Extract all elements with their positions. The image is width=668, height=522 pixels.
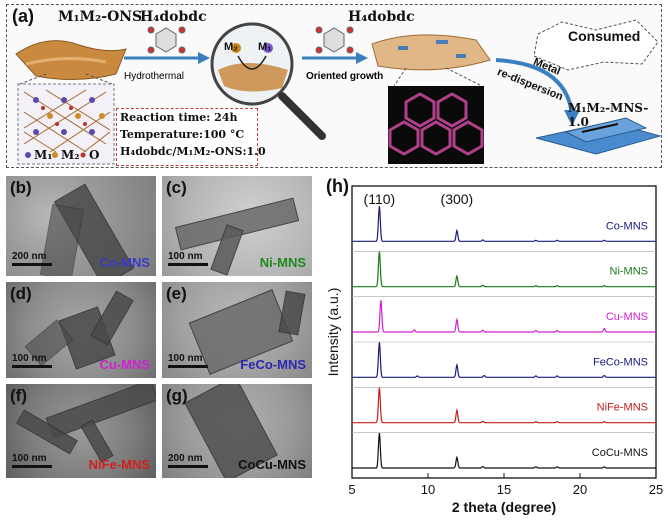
arrow-3: [495, 58, 580, 126]
sample-name: Ni-MNS: [259, 255, 306, 270]
step-hydrothermal: Hydrothermal: [124, 71, 185, 82]
precursor-sheet: [15, 40, 127, 81]
consumed-label: Consumed: [568, 28, 641, 44]
tem-image-d: (d) 100 nm Cu-MNS: [6, 282, 156, 378]
peak-label: (300): [441, 191, 474, 207]
molecule-icon-2: [315, 26, 354, 54]
scale-text: 100 nm: [168, 353, 203, 364]
legend-o: O: [89, 148, 100, 162]
series-label: CoCu-MNS: [592, 447, 648, 459]
panel-label: (d): [10, 284, 32, 303]
scale-bar: [168, 263, 208, 266]
scale-bar: [12, 465, 52, 468]
x-tick-label: 20: [573, 482, 587, 497]
sample-name: Cu-MNS: [99, 357, 150, 372]
scale-text: 200 nm: [12, 251, 47, 262]
panel-a-label: (a): [12, 6, 34, 26]
tem-image-e: (e) 100 nm FeCo-MNS: [162, 282, 312, 378]
reagent-label-1: H₄dobdc: [140, 9, 207, 25]
condition-temperature: Temperature:100 °C: [120, 128, 245, 141]
y-axis-label: Intensity (a.u.): [325, 288, 341, 377]
mof-honeycomb: [388, 92, 484, 156]
sample-name: Co-MNS: [99, 255, 150, 270]
panel-label: (c): [166, 178, 187, 197]
panel-label: (e): [166, 284, 187, 303]
condition-time: Reaction time: 24h: [120, 111, 238, 124]
panel-label: (g): [166, 386, 188, 405]
crystal-atoms: [33, 97, 105, 135]
legend-m2: M₂: [61, 148, 80, 162]
xrd-chart: 5 10 15 20 25 2 theta (degree) Intensity (a.u.…: [325, 185, 663, 515]
x-tick-label: 5: [348, 482, 355, 497]
series-line-nife-mns: [352, 387, 656, 424]
panel-label: (f): [10, 386, 27, 405]
scale-bar: [12, 263, 52, 266]
series-line-feco-mns: [352, 341, 656, 378]
precursor-sheet-shade: [25, 56, 107, 66]
sample-name: FeCo-MNS: [240, 357, 306, 372]
series-line-cu-mns: [352, 300, 656, 333]
x-tick-label: 10: [421, 482, 435, 497]
sample-name: NiFe-MNS: [88, 457, 150, 472]
series-label: FeCo-MNS: [593, 356, 648, 368]
lens-m2-label: M₂: [224, 41, 239, 53]
series-label: Co-MNS: [606, 220, 648, 232]
lens-m1-label: M₁: [258, 41, 272, 53]
series-label: Cu-MNS: [606, 311, 648, 323]
product-label: M₁M₂-MNS-1.0: [568, 101, 649, 129]
reagent-label-2: H₄dobdc: [348, 9, 415, 25]
consumed-cloud: [533, 19, 659, 71]
precursor-label: M₁M₂-ONS: [58, 9, 143, 25]
legend-m1: M₁: [34, 148, 53, 162]
step-oriented-growth: Oriented growth: [306, 71, 384, 82]
tem-image-f: (f) 100 nm NiFe-MNS: [6, 384, 156, 478]
scale-bar: [168, 465, 208, 468]
arrow-2: [302, 52, 368, 64]
grown-sheet: [371, 34, 491, 71]
arrow-1: [124, 52, 210, 64]
x-tick-label: 15: [497, 482, 511, 497]
peak-label: (110): [364, 191, 396, 207]
conditions-box: [116, 108, 258, 166]
scale-text: 200 nm: [168, 453, 203, 464]
tem-image-b: (b) 200 nm Co-MNS: [6, 176, 156, 276]
x-axis-label: 2 theta (degree): [452, 499, 556, 515]
series-label: NiFe-MNS: [597, 402, 648, 414]
panel-label: (b): [10, 178, 32, 197]
tem-image-g: (g) 200 nm CoCu-MNS: [162, 384, 312, 478]
magnifier-icon: [210, 22, 326, 140]
molecule-icon-1: [147, 26, 186, 54]
scale-text: 100 nm: [168, 251, 203, 262]
condition-ratio: H₄dobdc/M₁M₂-ONS:1.0: [120, 145, 266, 158]
scale-bar: [12, 365, 52, 368]
scale-text: 100 nm: [12, 453, 47, 464]
mof-structure-box: [388, 86, 484, 164]
series-line-co-mns: [352, 205, 656, 242]
scheme-graphics: [15, 19, 662, 165]
product-sheets: [535, 117, 662, 155]
panel-h-label: (h): [326, 176, 349, 196]
series-line-ni-mns: [352, 251, 656, 288]
series-line-cocu-mns: [352, 432, 656, 469]
sample-name: CoCu-MNS: [238, 457, 306, 472]
tem-image-c: (c) 100 nm Ni-MNS: [162, 176, 312, 276]
scale-bar: [168, 365, 208, 368]
scale-text: 100 nm: [12, 353, 47, 364]
series-label: Ni-MNS: [610, 266, 649, 278]
x-tick-label: 25: [649, 482, 663, 497]
